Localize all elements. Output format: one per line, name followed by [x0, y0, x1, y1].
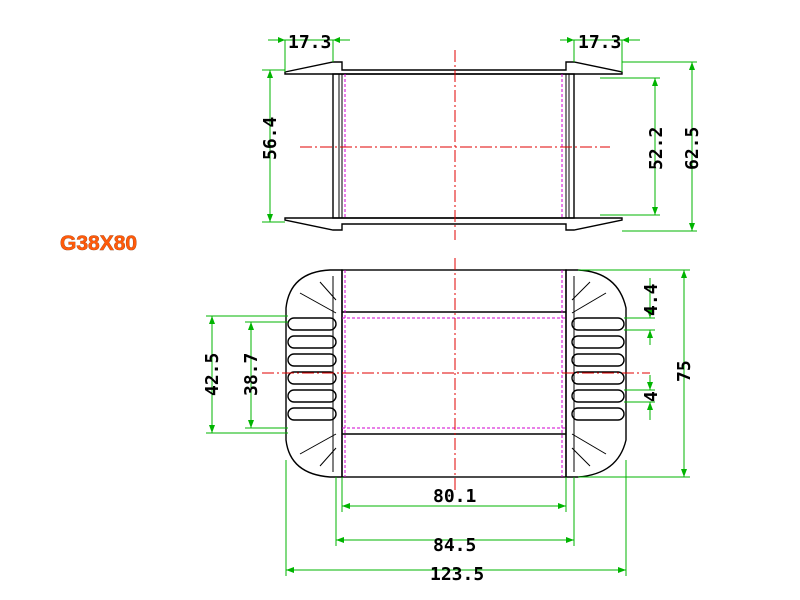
dim-front-window-inner: 38.7	[241, 353, 262, 396]
dim-front-slot-bottom: 4	[641, 391, 662, 402]
left-pins	[287, 281, 337, 467]
dim-front-height: 75	[674, 360, 695, 382]
drawing-title: G38X80	[60, 232, 137, 255]
dim-front-window-outer: 42.5	[202, 353, 223, 396]
dim-top-height-outer: 62.5	[682, 127, 703, 170]
dim-top-height-left: 56.4	[260, 116, 281, 160]
front-view	[262, 258, 650, 490]
top-view	[284, 50, 623, 240]
dim-top-flange-left: 17.3	[288, 32, 331, 53]
dim-width-mid: 84.5	[433, 535, 476, 556]
dim-top-height-right: 52.2	[646, 127, 667, 170]
dim-front-slot-top: 4.4	[641, 283, 662, 316]
dim-top-flange-right: 17.3	[578, 32, 621, 53]
front-dimensions: 42.5 38.7 4.4 4 75	[202, 269, 695, 585]
dim-width-outer: 123.5	[430, 564, 484, 585]
right-pins	[571, 281, 625, 467]
top-dimensions: 17.3 17.3 56.4 52.2 62.5	[260, 32, 703, 232]
dim-width-inner: 80.1	[433, 486, 476, 507]
